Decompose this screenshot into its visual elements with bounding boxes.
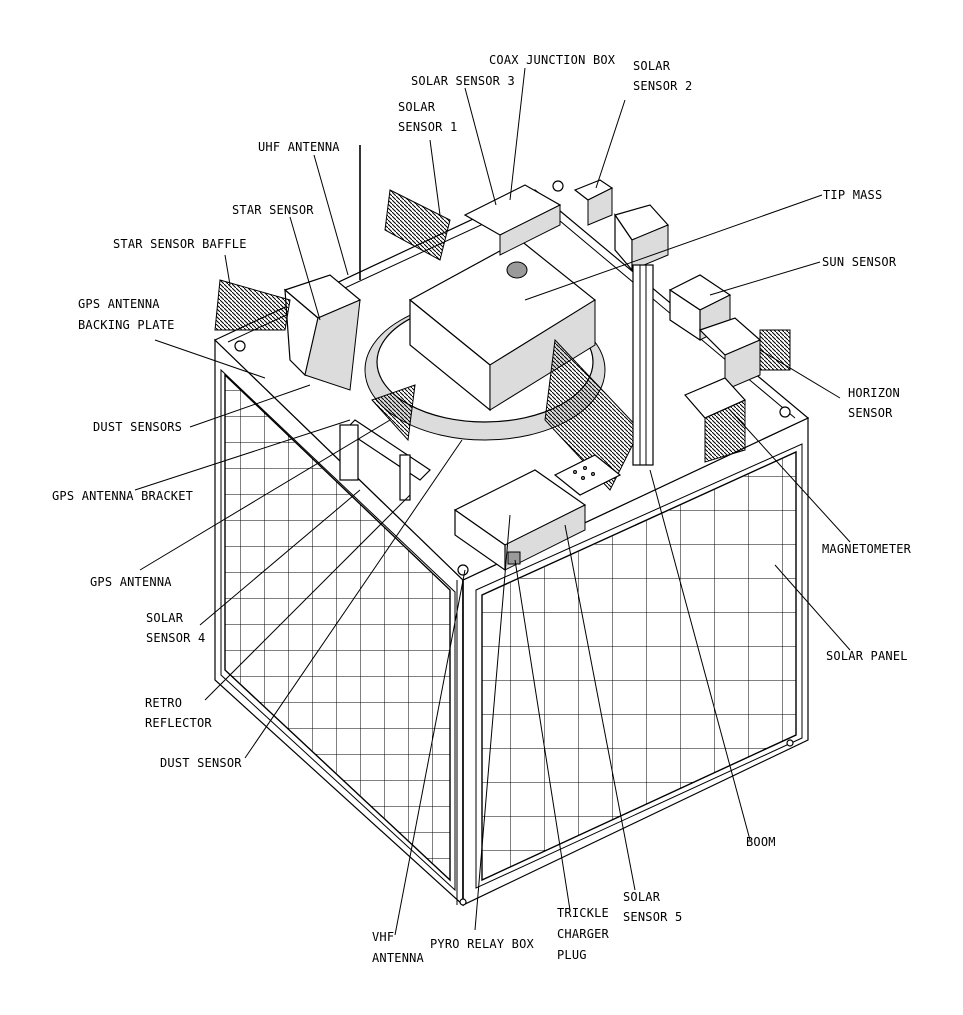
label-solar-sensor-2-line2: SENSOR 2 <box>633 79 692 93</box>
label-solar-sensor-4-line1: SOLAR <box>146 611 184 625</box>
label-trickle-charger-plug-line1: TRICKLE <box>557 906 609 920</box>
label-solar-sensor-1-line2: SENSOR 1 <box>398 120 457 134</box>
main-box <box>408 239 597 412</box>
label-trickle-charger-plug-line2: CHARGER <box>557 927 610 941</box>
label-sun-sensor: SUN SENSOR <box>822 255 897 269</box>
right-solar-panel <box>475 443 803 889</box>
pyro-relay-box-shape <box>453 469 587 572</box>
labels: COAX JUNCTION BOX SOLAR SENSOR 3 SOLAR S… <box>52 53 912 965</box>
label-trickle-charger-plug-line3: PLUG <box>557 948 587 962</box>
label-solar-sensor-5-line1: SOLAR <box>623 890 661 904</box>
label-magnetometer: MAGNETOMETER <box>822 542 912 556</box>
star-sensor-baffle-shape <box>214 279 291 331</box>
label-vhf-antenna-line2: ANTENNA <box>372 951 425 965</box>
label-gps-antenna-backing-plate-line1: GPS ANTENNA <box>78 297 160 311</box>
dust-sensor-plate <box>339 424 359 481</box>
label-gps-antenna: GPS ANTENNA <box>90 575 172 589</box>
label-gps-antenna-bracket: GPS ANTENNA BRACKET <box>52 489 193 503</box>
label-uhf-antenna: UHF ANTENNA <box>258 140 340 154</box>
label-solar-sensor-3: SOLAR SENSOR 3 <box>411 74 515 88</box>
label-horizon-sensor-line1: HORIZON <box>848 386 900 400</box>
label-star-sensor: STAR SENSOR <box>232 203 314 217</box>
tip-mass-shape <box>506 261 528 279</box>
label-horizon-sensor-line2: SENSOR <box>848 406 893 420</box>
trickle-charger-plug-shape <box>507 551 521 565</box>
label-solar-sensor-4-line2: SENSOR 4 <box>146 631 205 645</box>
label-solar-panel: SOLAR PANEL <box>826 649 908 663</box>
label-dust-sensor: DUST SENSOR <box>160 756 242 770</box>
star-sensor-shape <box>283 274 362 391</box>
label-coax-junction-box: COAX JUNCTION BOX <box>489 53 616 67</box>
left-solar-panel <box>220 368 456 892</box>
label-vhf-antenna-line1: VHF <box>372 930 394 944</box>
label-retro-reflector-line1: RETRO <box>145 696 182 710</box>
label-pyro-relay-box: PYRO RELAY BOX <box>430 937 535 951</box>
solar-sensor-5-shape <box>553 454 622 496</box>
cable-bundle-upper <box>384 189 451 261</box>
label-retro-reflector-line2: REFLECTOR <box>145 716 212 730</box>
solar-sensor-2-shape <box>573 179 614 226</box>
cable-bundle-lower <box>544 338 641 491</box>
label-boom: BOOM <box>746 835 776 849</box>
coax-junction-box-shape <box>463 184 562 256</box>
label-solar-sensor-1-line1: SOLAR <box>398 100 436 114</box>
boom-shape <box>614 204 670 466</box>
leader-lines <box>134 67 851 936</box>
deck-components <box>214 145 791 572</box>
label-tip-mass: TIP MASS <box>823 188 882 202</box>
label-dust-sensors: DUST SENSORS <box>93 420 182 434</box>
horizon-sensor-shape <box>698 317 791 391</box>
retro-reflector-shape <box>399 454 411 501</box>
label-gps-antenna-backing-plate-line2: BACKING PLATE <box>78 318 175 332</box>
label-solar-sensor-2-line1: SOLAR <box>633 59 671 73</box>
label-solar-sensor-5-line2: SENSOR 5 <box>623 910 682 924</box>
label-star-sensor-baffle: STAR SENSOR BAFFLE <box>113 237 247 251</box>
